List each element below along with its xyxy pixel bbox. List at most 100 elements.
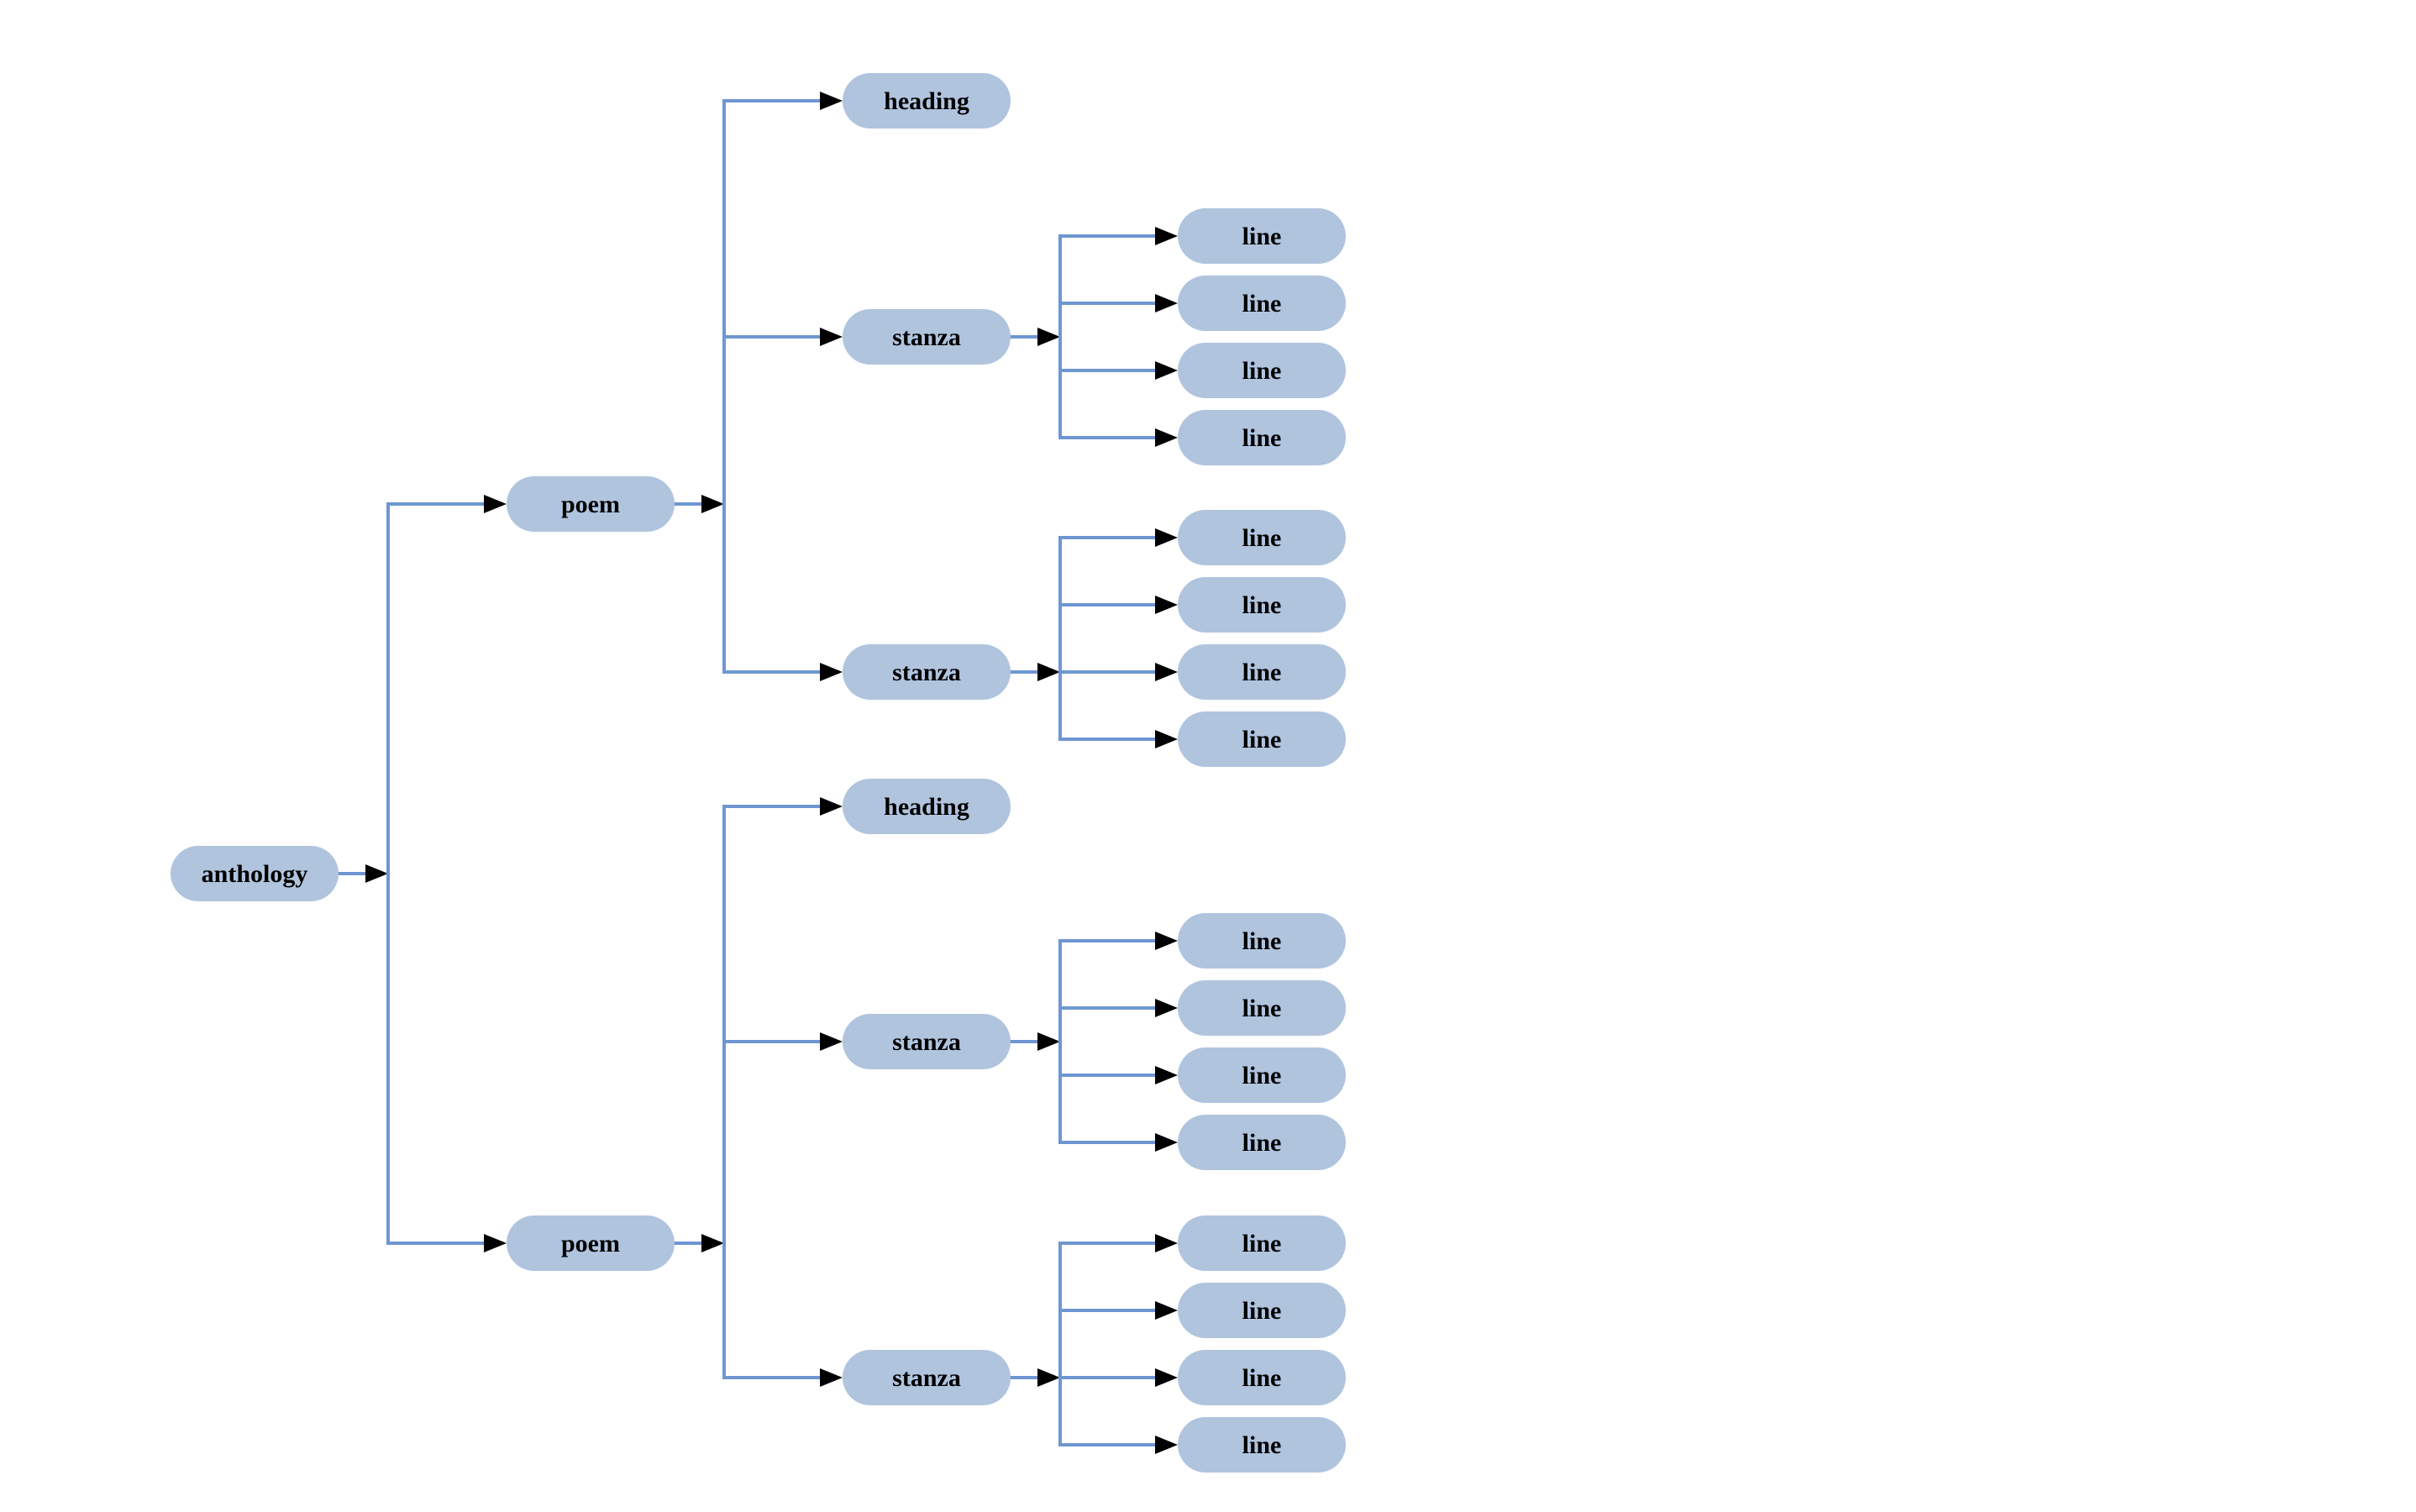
node-label: stanza	[892, 323, 961, 351]
node-pill	[1178, 276, 1346, 331]
node-pill	[1178, 577, 1346, 633]
arrowhead	[1037, 1368, 1060, 1387]
node-line: line	[1178, 1115, 1346, 1170]
node-stanza: stanza	[843, 1350, 1011, 1405]
node-label: poem	[561, 1230, 620, 1257]
node-label: heading	[884, 87, 969, 115]
arrowhead	[1155, 1234, 1178, 1252]
node-pill	[1178, 410, 1346, 465]
node-pill	[1178, 343, 1346, 398]
node-line: line	[1178, 577, 1346, 633]
node-poem: poem	[507, 476, 675, 532]
node-label: line	[1242, 995, 1282, 1022]
node-pill	[171, 846, 339, 901]
node-label: line	[1242, 927, 1282, 955]
arrowhead	[1037, 1032, 1060, 1051]
node-anthology: anthology	[171, 846, 339, 901]
node-line: line	[1178, 1215, 1346, 1271]
node-pill	[1178, 1215, 1346, 1271]
node-label: poem	[561, 491, 620, 518]
node-pill	[1178, 644, 1346, 700]
node-label: line	[1242, 1129, 1282, 1157]
node-line: line	[1178, 208, 1346, 264]
node-label: line	[1242, 726, 1282, 753]
arrowhead	[1155, 1066, 1178, 1084]
node-pill	[507, 1215, 675, 1271]
node-label: line	[1242, 290, 1282, 318]
node-pill	[1178, 1115, 1346, 1170]
node-label: line	[1242, 1062, 1282, 1089]
node-label: line	[1242, 1431, 1282, 1459]
arrowhead	[1155, 596, 1178, 614]
node-label: line	[1242, 659, 1282, 686]
arrowhead	[1155, 528, 1178, 547]
arrowhead	[1155, 1368, 1178, 1387]
node-pill	[843, 779, 1011, 834]
node-pill	[1178, 208, 1346, 264]
node-line: line	[1178, 1047, 1346, 1103]
node-label: line	[1242, 223, 1282, 250]
node-line: line	[1178, 410, 1346, 465]
node-label: heading	[884, 793, 969, 821]
node-label: anthology	[202, 860, 308, 888]
arrowhead	[1155, 227, 1178, 245]
node-line: line	[1178, 644, 1346, 700]
arrowhead	[1155, 294, 1178, 312]
node-stanza: stanza	[843, 1014, 1011, 1069]
node-label: line	[1242, 1230, 1282, 1257]
node-line: line	[1178, 343, 1346, 398]
arrowhead	[1155, 361, 1178, 380]
node-pill	[1178, 1417, 1346, 1473]
node-line: line	[1178, 510, 1346, 565]
edges-layer	[337, 92, 1178, 1454]
node-line: line	[1178, 276, 1346, 331]
node-label: line	[1242, 424, 1282, 452]
arrowhead	[820, 1368, 843, 1387]
arrowhead	[1037, 663, 1060, 681]
arrowhead	[820, 92, 843, 110]
arrowhead	[701, 495, 724, 513]
node-line: line	[1178, 1417, 1346, 1473]
arrowhead	[365, 864, 388, 883]
nodes-layer: anthology poem heading stanza line line line li…	[171, 73, 1346, 1473]
node-pill	[1178, 711, 1346, 767]
node-pill	[1178, 510, 1346, 565]
node-label: stanza	[892, 1028, 961, 1056]
node-stanza: stanza	[843, 309, 1011, 365]
node-label: line	[1242, 524, 1282, 552]
arrowhead	[1155, 1133, 1178, 1152]
arrowhead	[820, 797, 843, 816]
node-line: line	[1178, 1283, 1346, 1338]
arrowhead	[484, 1234, 507, 1252]
node-pill	[843, 644, 1011, 700]
arrowhead	[1155, 730, 1178, 748]
arrowhead	[1155, 1301, 1178, 1320]
arrowhead	[701, 1234, 724, 1252]
node-pill	[1178, 913, 1346, 969]
node-line: line	[1178, 913, 1346, 969]
node-pill	[843, 1350, 1011, 1405]
arrowhead	[1155, 1436, 1178, 1454]
arrowhead	[1155, 932, 1178, 950]
arrowhead	[1155, 663, 1178, 681]
node-pill	[1178, 1350, 1346, 1405]
node-pill	[843, 73, 1011, 129]
node-pill	[507, 476, 675, 532]
node-heading: heading	[843, 73, 1011, 129]
arrowhead	[820, 328, 843, 346]
node-label: stanza	[892, 659, 961, 686]
node-line: line	[1178, 980, 1346, 1036]
node-label: line	[1242, 1297, 1282, 1325]
node-pill	[1178, 980, 1346, 1036]
node-line: line	[1178, 711, 1346, 767]
arrowhead	[1155, 999, 1178, 1017]
node-label: line	[1242, 591, 1282, 619]
node-poem: poem	[507, 1215, 675, 1271]
arrowhead	[820, 1032, 843, 1051]
node-label: line	[1242, 1364, 1282, 1392]
node-line: line	[1178, 1350, 1346, 1405]
arrowhead	[1037, 328, 1060, 346]
node-label: line	[1242, 357, 1282, 385]
